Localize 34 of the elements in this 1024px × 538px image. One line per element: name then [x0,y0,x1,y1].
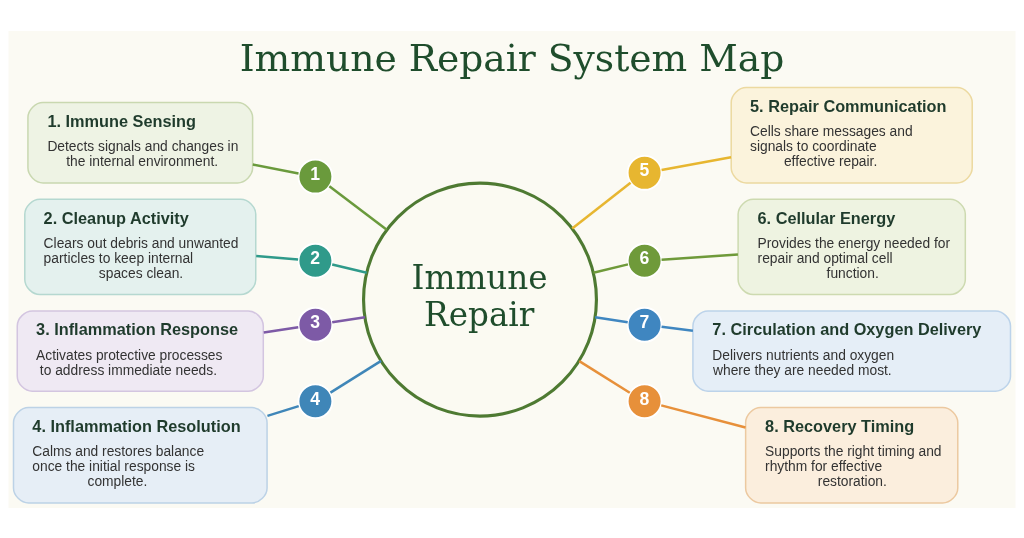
connector [256,254,299,261]
node-box: 3. Inflammation Response Activates protective processes to address immediate needs. [16,309,265,392]
connector [263,325,299,334]
connector [328,184,388,231]
node-circle: 2 [297,242,334,279]
connector [594,315,628,324]
connector [571,181,632,229]
connector [331,262,368,274]
node-box: 7. Circulation and Oxygen Delivery Delivers nutrients and oxygen where they are needed most. [692,309,1012,392]
node-box: 5. Repair Communication Cells share messages and signals to coordinate effective repair. [730,86,973,184]
node-circle: Immune Repair [362,181,598,418]
node-circle: 1 [297,158,334,194]
connector [332,315,366,324]
node-circle: 5 [626,154,663,191]
node-circle: 6 [626,242,663,279]
connector [661,155,732,171]
connector [329,359,382,394]
connector [593,262,629,274]
node-circle: 4 [297,382,334,419]
node-box: 6. Cellular Energy Provides the energy needed for repair and optimal cell function. [737,197,967,295]
connector [660,403,746,429]
node-box: 8. Recovery Timing Supports the right timing and rhythm for effective restoration. [744,406,959,504]
diagram-title: Immune Repair System Map [239,35,785,80]
node-box: 1. Immune Sensing Detects signals and changes in the internal environment. [27,101,254,184]
node-box: 4. Inflammation Resolution Calms and restores balance once the initial response is complete. [12,406,268,504]
node-box: 2. Cleanup Activity Clears out debris and unwanted particles to keep internal spaces clean. [24,197,257,295]
connector [661,325,694,332]
connector [267,404,300,417]
connector [661,252,738,261]
node-circle: 7 [626,306,663,343]
node-circle: 8 [626,382,663,419]
connector [252,162,299,175]
connector [578,359,631,394]
node-circle: 3 [297,306,334,343]
